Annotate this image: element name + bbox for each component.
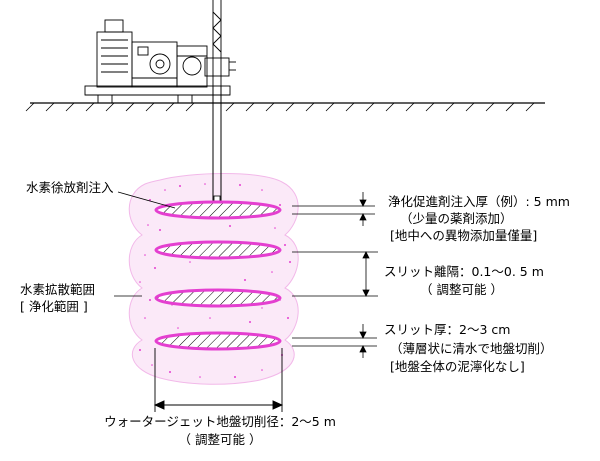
thickness-note2-label: [地中への異物添加量僅量]	[390, 228, 538, 243]
slit-thickness-note1-label: （薄層状に清水で地盤切削）	[390, 341, 553, 356]
jet-diameter-dimension	[153, 348, 284, 412]
slit-spacing-label: スリット離隔：0.1〜0. 5 m	[384, 264, 544, 279]
slit-disc-2	[154, 240, 282, 260]
slit-disc-3	[154, 288, 282, 308]
slit-spacing-dimension	[292, 251, 378, 297]
injection-pipe	[212, 86, 222, 215]
thickness-title-label: 浄化促進剤注入厚（例）: 5 mm	[388, 194, 570, 209]
slit-spacing-note-label: （ 調整可能 ）	[420, 282, 503, 297]
purification-range-label: [ 浄化範囲 ]	[20, 299, 88, 314]
diffusion-range-label: 水素拡散範囲	[20, 282, 96, 297]
jet-diameter-label: ウォータージェット地盤切削径：2〜5 m	[104, 414, 336, 429]
jet-diameter-note-label: （ 調整可能 ）	[178, 432, 262, 447]
drilling-machine-drawing	[84, 0, 236, 104]
slit-disc-1	[154, 200, 282, 220]
slit-thickness-dimension	[292, 324, 377, 358]
slit-thickness-label: スリット厚：2〜3 cm	[384, 322, 511, 337]
hydrogen-injection-label: 水素徐放剤注入	[26, 180, 114, 195]
slit-disc-4	[154, 331, 282, 351]
ground-surface	[25, 102, 545, 112]
slit-thickness-note2-label: [地盤全体の泥濘化なし]	[390, 359, 525, 374]
left-leader-lines	[114, 191, 176, 297]
thickness-note1-label: （少量の薬剤添加）	[400, 211, 513, 226]
thickness-dimension	[292, 192, 375, 226]
